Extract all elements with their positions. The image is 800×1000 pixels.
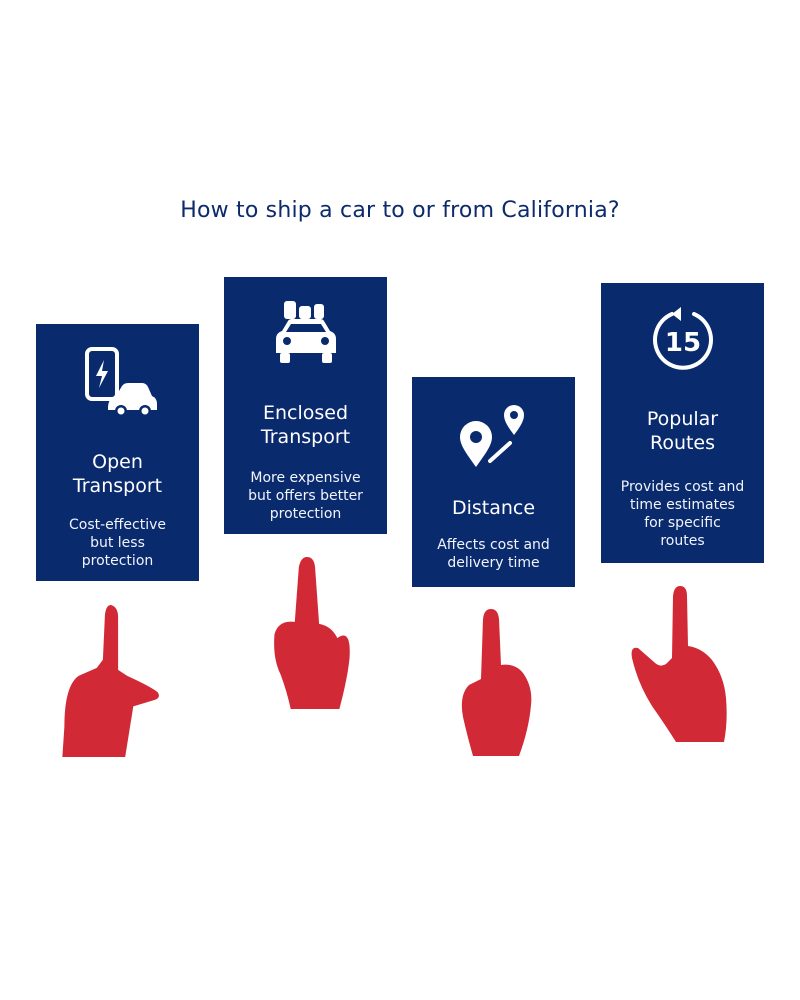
- card-heading: Open Transport: [72, 451, 163, 497]
- card-enclosed-transport: Enclosed Transport More expensive but of…: [224, 277, 387, 534]
- card-description: Provides cost and time estimates for spe…: [620, 479, 745, 549]
- pointing-hand-icon: [461, 609, 532, 756]
- map-pins-icon: [412, 397, 575, 473]
- card-description: More expensive but offers better protect…: [248, 470, 363, 522]
- clock-number: 15: [664, 328, 700, 358]
- car-luggage-icon: [224, 297, 387, 371]
- pointing-hand-icon: [631, 586, 727, 742]
- pointing-hand-icon: [274, 557, 350, 709]
- card-heading: Distance: [451, 497, 536, 519]
- card-heading: Popular Routes: [646, 408, 719, 454]
- card-open-transport: Open Transport Cost-effective but less p…: [36, 324, 199, 581]
- pointing-hand-icon: [62, 605, 159, 757]
- card-heading: Enclosed Transport: [260, 402, 351, 448]
- phone-car-icon: [36, 346, 199, 422]
- page-title: How to ship a car to or from California?: [180, 198, 620, 223]
- card-distance: Distance Affects cost and delivery time: [412, 377, 575, 587]
- clock-15-icon: 15: [601, 305, 764, 375]
- card-popular-routes: 15 Popular Routes Provides cost and time…: [601, 283, 764, 563]
- card-description: Affects cost and delivery time: [437, 537, 550, 571]
- card-description: Cost-effective but less protection: [68, 517, 167, 569]
